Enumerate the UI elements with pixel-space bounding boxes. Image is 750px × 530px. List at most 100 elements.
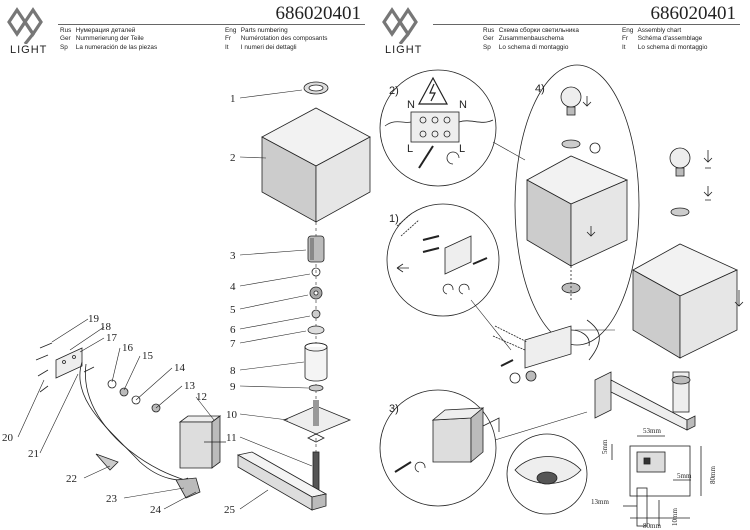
part-number-label: 9 bbox=[230, 381, 236, 393]
dimension-label: 13mm bbox=[591, 498, 609, 506]
header-row: Rus Нумерация деталей bbox=[60, 27, 136, 34]
header-row: Rus Схема сборки светильника bbox=[483, 27, 579, 34]
part-number-label: 15 bbox=[142, 350, 154, 362]
header-rule bbox=[433, 24, 740, 25]
step-label: 1) bbox=[389, 213, 399, 225]
header-row: It Lo schema di montaggio bbox=[622, 43, 708, 51]
model-code: 686020401 bbox=[650, 3, 737, 24]
part-number-label: 20 bbox=[2, 432, 14, 444]
gasket-part bbox=[307, 325, 325, 335]
wall-bracket-part bbox=[55, 347, 83, 379]
assembled-lamp bbox=[586, 147, 744, 431]
threaded-rod-part bbox=[313, 400, 319, 426]
dimension-drawing bbox=[611, 435, 702, 527]
header-row: Sp La numeración de las piezas bbox=[60, 43, 158, 51]
part-number-label: 22 bbox=[66, 473, 77, 485]
lamp-socket-part bbox=[307, 235, 325, 263]
part-number-label: 7 bbox=[230, 338, 236, 350]
part-number-label: 3 bbox=[230, 250, 236, 262]
part-number-label: 2 bbox=[230, 152, 236, 164]
parts-numbering-sheet: LIGHT 686020401 Rus Нумерация деталей Ge… bbox=[2, 3, 371, 516]
terminal-block-part bbox=[175, 477, 201, 499]
step-3-wall-mount-detail bbox=[379, 389, 500, 507]
part-number-label: 21 bbox=[28, 448, 39, 460]
part-number-label: 4 bbox=[230, 281, 236, 293]
brand-logo-text: LIGHT bbox=[10, 44, 48, 56]
supply-wire bbox=[85, 363, 197, 485]
part-number-label: 19 bbox=[88, 313, 100, 325]
step-label: 3) bbox=[389, 403, 399, 415]
glass-shade-part bbox=[261, 107, 371, 223]
part-number-label: 17 bbox=[106, 332, 118, 344]
dimension-label: 5mm bbox=[601, 439, 609, 454]
header-languages-left: Rus Схема сборки светильника Ger Zusamme… bbox=[483, 27, 579, 52]
step-label: 2) bbox=[389, 85, 399, 97]
brand-logo-icon bbox=[7, 7, 43, 44]
header-row: Fr Numérotation des composants bbox=[225, 35, 328, 43]
header-languages-left: Rus Нумерация деталей Ger Nummerierung d… bbox=[60, 27, 157, 52]
terminal-nuts-part bbox=[107, 379, 161, 413]
nut-part bbox=[309, 286, 323, 300]
dimension-label: 10mm bbox=[671, 508, 679, 526]
step-4-shade-assembly-detail bbox=[514, 64, 640, 346]
header-languages-right: Eng Assembly chart Fr Schéma d'assemblag… bbox=[622, 27, 707, 52]
supply-wire bbox=[79, 361, 189, 481]
wall-bracket-wiring bbox=[492, 325, 590, 384]
header-row: It I numeri dei dettagli bbox=[225, 43, 297, 51]
part-number-label: 6 bbox=[230, 324, 236, 336]
part-number-label: 24 bbox=[150, 504, 162, 516]
header-row: Sp Lo schema di montaggio bbox=[483, 43, 569, 51]
dimension-label: 53mm bbox=[643, 427, 661, 435]
small-nut-part bbox=[311, 309, 321, 319]
model-code: 686020401 bbox=[275, 3, 362, 24]
part-number-label: 18 bbox=[100, 321, 112, 333]
terminal-block bbox=[410, 111, 460, 143]
header-row: Eng Parts numbering bbox=[225, 27, 288, 34]
dimension-label: 5mm bbox=[677, 472, 692, 480]
header-rule bbox=[58, 24, 365, 25]
part-number-label: 12 bbox=[196, 391, 207, 403]
wiring-l-label: L bbox=[407, 143, 413, 155]
part-number-label: 5 bbox=[230, 304, 236, 316]
header-languages-right: Eng Parts numbering Fr Numérotation des … bbox=[225, 27, 327, 52]
wiring-l-label: L bbox=[459, 143, 465, 155]
part-number-label: 1 bbox=[230, 93, 236, 105]
mounting-arm-part bbox=[236, 451, 328, 511]
brand-logo-icon bbox=[382, 7, 418, 44]
high-voltage-warning-icon bbox=[417, 76, 449, 105]
support-tube-part bbox=[304, 342, 328, 382]
wall-box-part bbox=[178, 415, 226, 469]
assembly-steps-drawing: 2) 1) 3) 4) N N L L 53mm 5mm 5mm 80mm 10… bbox=[379, 64, 744, 530]
washer-part bbox=[308, 384, 324, 392]
step-2-wiring-detail bbox=[379, 69, 497, 187]
washer-part bbox=[311, 267, 321, 277]
part-number-label: 8 bbox=[230, 365, 236, 377]
step-label: 4) bbox=[535, 83, 545, 95]
part-number-label: 16 bbox=[122, 342, 134, 354]
top-ring-part bbox=[303, 81, 329, 95]
dimension-label: 80mm bbox=[643, 522, 661, 530]
wiring-n-label: N bbox=[459, 99, 467, 111]
switch-detail bbox=[494, 411, 588, 515]
part-number-label: 10 bbox=[226, 409, 238, 421]
part-number-label: 13 bbox=[184, 380, 196, 392]
part-number-label: 14 bbox=[174, 362, 186, 374]
part-number-label: 23 bbox=[106, 493, 118, 505]
threaded-nipple-part bbox=[307, 433, 325, 493]
connector-part bbox=[95, 453, 119, 471]
screwdriver-icon bbox=[418, 145, 434, 169]
brand-logo-text: LIGHT bbox=[385, 44, 423, 56]
dimension-label: 80mm bbox=[709, 466, 717, 484]
step-1-bracket-detail bbox=[386, 203, 500, 317]
header-row: Ger Zusammenbauschema bbox=[483, 35, 564, 43]
wiring-n-label: N bbox=[407, 99, 415, 111]
light-bulb-icon bbox=[560, 86, 582, 108]
part-number-label: 11 bbox=[226, 432, 237, 444]
header-row: Ger Nummerierung der Teile bbox=[60, 35, 144, 43]
rotate-arrow-icon bbox=[446, 151, 460, 165]
assembly-chart-sheet: LIGHT 686020401 Rus Схема сборки светиль… bbox=[375, 0, 750, 530]
header-row: Eng Assembly chart bbox=[622, 27, 682, 34]
part-number-label: 25 bbox=[224, 504, 236, 516]
exploded-parts-drawing: 1 2 3 4 5 6 7 8 9 10 11 12 13 14 15 16 1… bbox=[2, 81, 371, 516]
header-row: Fr Schéma d'assemblage bbox=[622, 35, 703, 43]
